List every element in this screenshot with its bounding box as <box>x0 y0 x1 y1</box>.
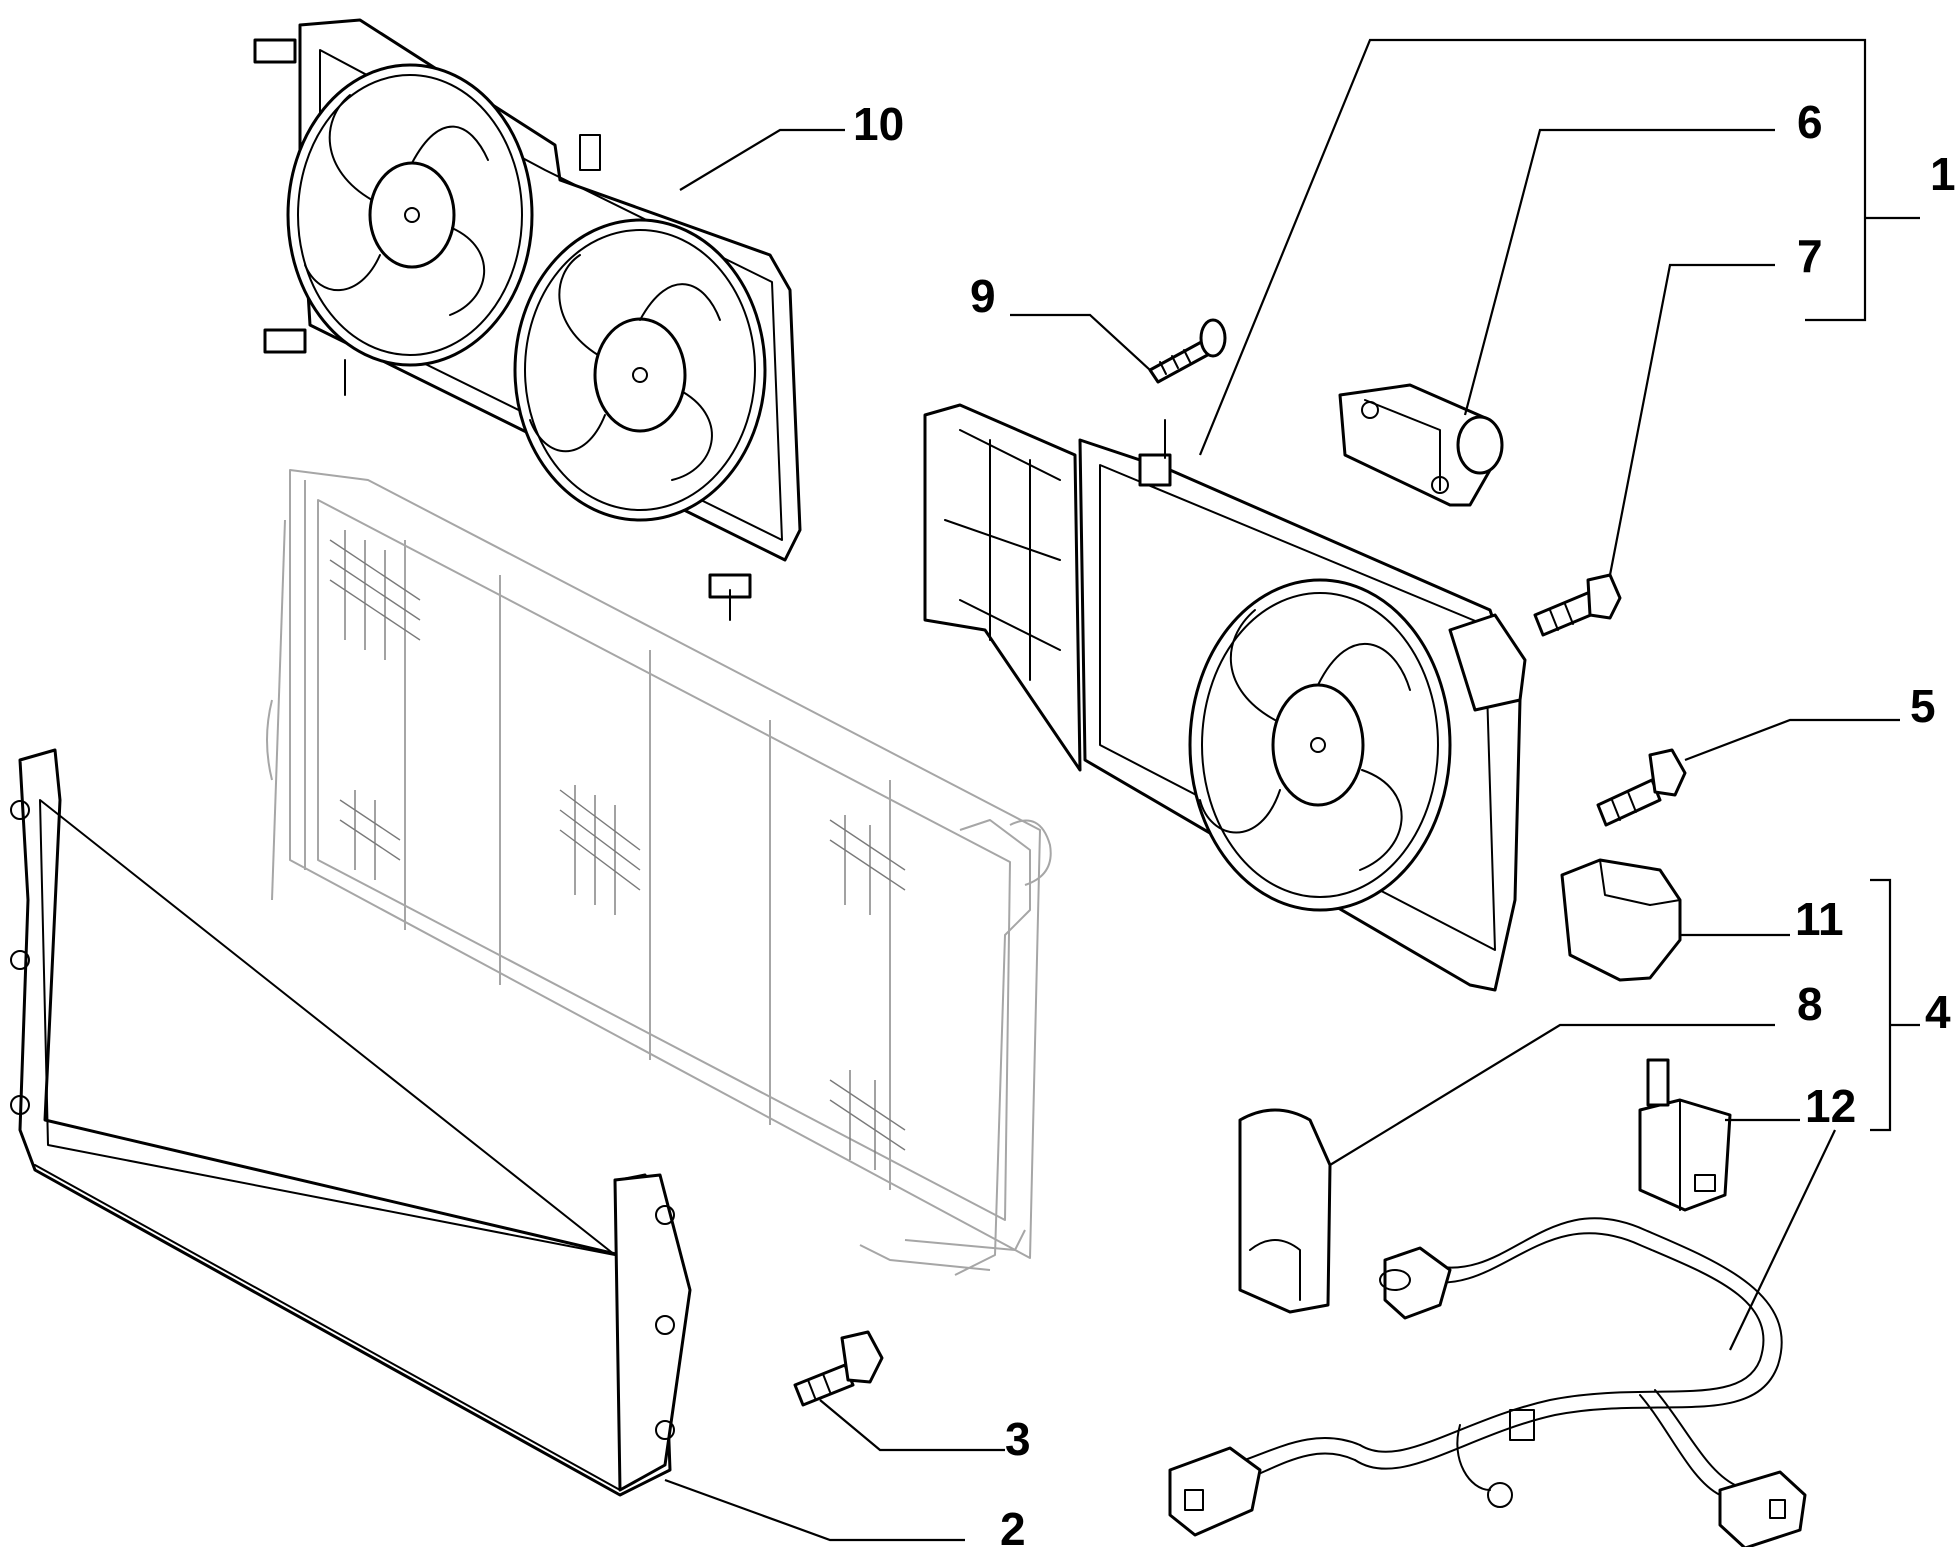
callout-1: 1 <box>1930 148 1956 200</box>
relay-12 <box>1638 1058 1732 1212</box>
leader-lines <box>664 38 1920 1542</box>
callout-12: 12 <box>1805 1080 1856 1132</box>
callout-7: 7 <box>1797 230 1823 282</box>
callout-10: 10 <box>853 98 904 150</box>
cap-8 <box>1238 1108 1332 1314</box>
bolt-3 <box>793 1330 884 1407</box>
callout-4: 4 <box>1925 986 1951 1038</box>
bracket-6 <box>1338 383 1504 507</box>
callout-6: 6 <box>1797 96 1823 148</box>
lower-frame <box>10 748 692 1497</box>
radiator-core-hatch <box>329 530 906 1170</box>
callout-3: 3 <box>1005 1413 1031 1465</box>
bolt-5 <box>1596 748 1687 827</box>
callout-9: 9 <box>970 270 996 322</box>
dual-fan-assembly <box>253 18 802 621</box>
cover-11 <box>1560 858 1682 982</box>
callout-5: 5 <box>1910 680 1936 732</box>
single-fan-assembly <box>923 403 1527 992</box>
bolt-7 <box>1533 573 1622 637</box>
radiator-ghost <box>266 469 1052 1276</box>
callout-2: 2 <box>1000 1503 1026 1547</box>
callout-11: 11 <box>1795 893 1844 945</box>
wiring-harness <box>1168 1217 1807 1547</box>
screw-9 <box>1148 318 1227 384</box>
callout-labels: 10 6 1 7 9 5 11 8 4 12 3 2 <box>853 96 1956 1547</box>
callout-8: 8 <box>1797 978 1823 1030</box>
